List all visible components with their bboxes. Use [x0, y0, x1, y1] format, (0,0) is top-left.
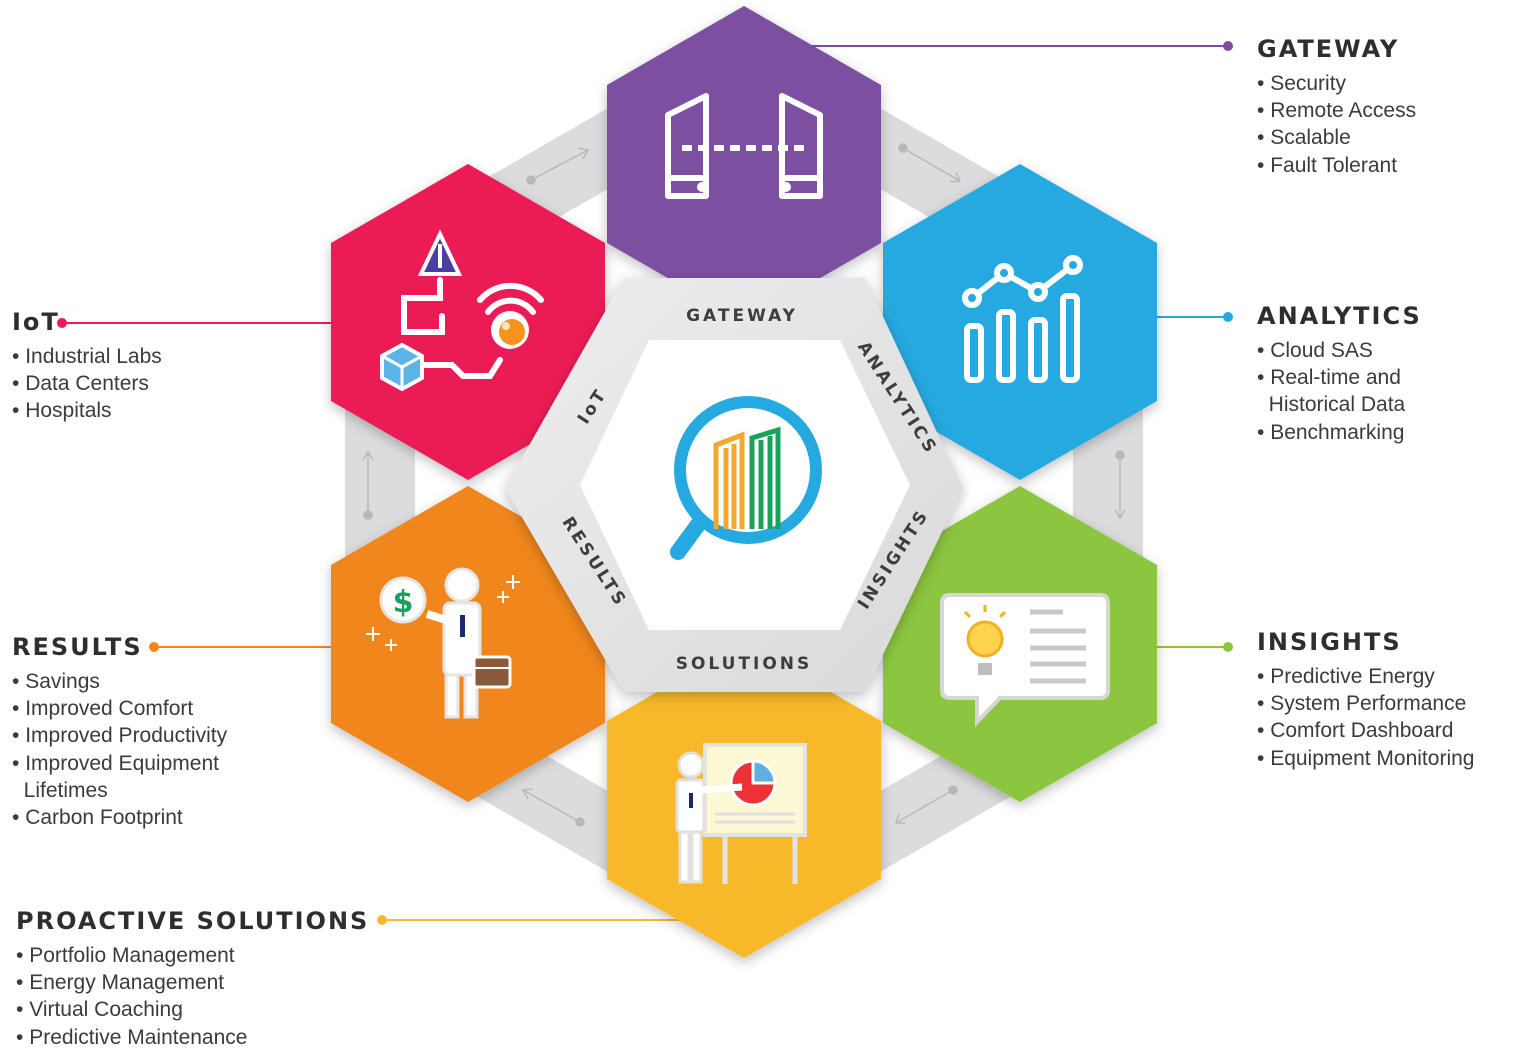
list-item: Data Centers [12, 370, 162, 397]
hex-iot [331, 164, 605, 480]
callout-solutions-title: PROACTIVE SOLUTIONS [16, 907, 370, 935]
hex-gateway [607, 6, 881, 322]
list-item: Virtual Coaching [16, 996, 369, 1023]
list-item: Comfort Dashboard [1257, 717, 1474, 744]
callout-insights-list: Predictive Energy System Performance Com… [1257, 663, 1474, 772]
callout-gateway-title: GATEWAY [1257, 35, 1400, 63]
list-item: Improved Productivity [12, 722, 227, 749]
arrow-gateway-to-analytics [898, 143, 962, 183]
callout-analytics-title: ANALYTICS [1257, 302, 1422, 330]
list-item: Improved Equipment [12, 750, 227, 777]
arrow-solutions-to-results [521, 788, 585, 827]
callout-iot-title: IoT [12, 308, 60, 336]
callout-results-title: RESULTS [12, 633, 143, 661]
lightbulb-report-icon [940, 593, 1110, 727]
list-item: Predictive Maintenance [16, 1024, 369, 1051]
callout-insights-title: INSIGHTS [1257, 628, 1402, 656]
list-item: Scalable [1257, 124, 1416, 151]
flow-arrows [362, 143, 1126, 827]
callout-analytics-list: Cloud SAS Real-time and Historical Data … [1257, 337, 1422, 446]
callout-solutions: PROACTIVE SOLUTIONS Portfolio Management… [16, 906, 369, 1051]
ring-label-solutions: SOLUTIONS [676, 654, 813, 674]
list-item: Improved Comfort [12, 695, 227, 722]
callout-insights: INSIGHTS Predictive Energy System Perfor… [1257, 627, 1474, 772]
svg-text:$: $ [393, 585, 414, 620]
callout-results: RESULTS Savings Improved Comfort Improve… [12, 632, 227, 831]
arrow-results-to-iot [362, 450, 374, 520]
list-item: Historical Data [1268, 393, 1406, 417]
iot-devices-icon [380, 229, 544, 392]
presentation-board-icon [675, 743, 807, 884]
callout-iot-list: Industrial Labs Data Centers Hospitals [12, 343, 162, 425]
list-item: Predictive Energy [1257, 663, 1474, 690]
list-item: Lifetimes [23, 778, 108, 802]
callout-results-list: Savings Improved Comfort Improved Produc… [12, 668, 227, 831]
arrow-analytics-to-insights [1114, 450, 1126, 520]
list-item: Cloud SAS [1257, 337, 1422, 364]
list-item: Remote Access [1257, 97, 1416, 124]
list-item: Equipment Monitoring [1257, 745, 1474, 772]
list-item: Carbon Footprint [12, 804, 227, 831]
callout-gateway: GATEWAY Security Remote Access Scalable … [1257, 34, 1416, 179]
list-item: System Performance [1257, 690, 1474, 717]
callout-iot: IoT Industrial Labs Data Centers Hospita… [12, 307, 162, 425]
list-item: Real-time and [1257, 364, 1422, 391]
analytics-chart-icon [962, 255, 1083, 383]
list-item: Security [1257, 70, 1416, 97]
callout-analytics: ANALYTICS Cloud SAS Real-time and Histor… [1257, 301, 1422, 446]
list-item: Energy Management [16, 969, 369, 996]
arrow-iot-to-gateway [526, 147, 590, 185]
callout-solutions-list: Portfolio Management Energy Management V… [16, 942, 369, 1051]
hex-analytics [883, 164, 1157, 480]
ring-label-gateway: GATEWAY [686, 306, 798, 326]
list-item: Industrial Labs [12, 343, 162, 370]
list-item: Hospitals [12, 397, 162, 424]
callout-connectors [57, 41, 1233, 925]
callout-gateway-list: Security Remote Access Scalable Fault To… [1257, 70, 1416, 179]
arrow-insights-to-solutions [894, 785, 958, 824]
list-item: Portfolio Management [16, 942, 369, 969]
list-item: Savings [12, 668, 227, 695]
businessman-savings-icon: $ [366, 567, 520, 719]
gateway-doors-icon [665, 93, 823, 199]
list-item: Fault Tolerant [1257, 152, 1416, 179]
list-item: Benchmarking [1257, 419, 1422, 446]
magnifier-bar-chart-icon [670, 396, 822, 560]
